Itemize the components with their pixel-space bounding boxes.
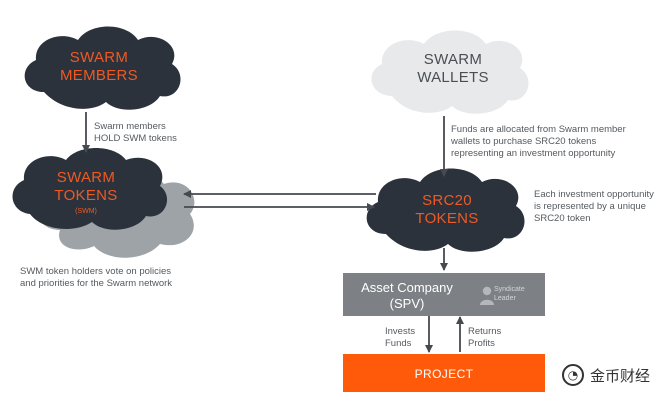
note-line: SWM token holders vote on policies: [20, 266, 172, 277]
src20-tokens-line1: SRC20: [422, 192, 472, 209]
project-box: [343, 354, 545, 392]
syndicate-leader-icon-body: [480, 299, 494, 305]
asset-company-box: [343, 273, 545, 316]
swarm-tokens-line3: (SWM): [75, 208, 97, 215]
syndicate-leader-icon: [482, 286, 492, 296]
syndicate-leader-label: Syndicate Leader: [494, 285, 538, 303]
watermark: ◔ 金币财经: [562, 362, 660, 388]
swarm-tokens-line2: TOKENS: [54, 187, 117, 204]
note-line: Returns: [468, 326, 502, 337]
note-line: and priorities for the Swarm network: [20, 278, 173, 289]
note-line: HOLD SWM tokens: [94, 133, 177, 144]
swarm-wallets-line2: WALLETS: [417, 69, 489, 86]
note-members-hold: Swarm members HOLD SWM tokens: [94, 121, 177, 145]
swarm-wallets-cloud: [371, 30, 529, 114]
swarm-members-line2: MEMBERS: [60, 67, 138, 84]
note-line: Funds: [385, 338, 412, 349]
asset-company-line2: (SPV): [389, 296, 425, 311]
note-line: is represented by a unique: [534, 201, 646, 212]
note-line: Swarm members: [94, 121, 166, 132]
note-each-opportunity: Each investment opportunity is represent…: [534, 189, 654, 225]
wechat-logo-icon: ◔: [562, 364, 584, 386]
note-line: Funds are allocated from Swarm member: [451, 124, 626, 135]
note-funds-allocated: Funds are allocated from Swarm member wa…: [451, 124, 626, 160]
note-line: Profits: [468, 338, 495, 349]
swarm-members-line1: SWARM: [70, 49, 128, 66]
note-line: representing an investment opportunity: [451, 148, 616, 159]
watermark-text: 金币财经: [590, 366, 651, 385]
note-line: Each investment opportunity: [534, 189, 654, 200]
swarm-wallets-line1: SWARM: [424, 51, 482, 68]
asset-company-line1: Asset Company: [361, 280, 453, 295]
syndicate-line1: Syndicate: [494, 286, 525, 293]
src20-tokens-cloud: [366, 168, 525, 252]
label-returns-profits: Returns Profits: [468, 326, 501, 350]
asset-company-title: Asset Company (SPV): [352, 280, 462, 312]
label-invests-funds: Invests Funds: [385, 326, 415, 350]
syndicate-line2: Leader: [494, 295, 516, 302]
project-label: PROJECT: [414, 367, 474, 381]
note-line: SRC20 token: [534, 213, 591, 224]
swarm-members-cloud: [24, 26, 181, 110]
note-line: wallets to purchase SRC20 tokens: [451, 136, 597, 147]
swarm-tokens-line1: SWARM: [57, 169, 115, 186]
src20-tokens-line2: TOKENS: [415, 210, 478, 227]
note-line: Invests: [385, 326, 416, 337]
swarm-tokens-cloud: [12, 148, 168, 230]
note-swm-vote: SWM token holders vote on policies and p…: [20, 266, 172, 290]
